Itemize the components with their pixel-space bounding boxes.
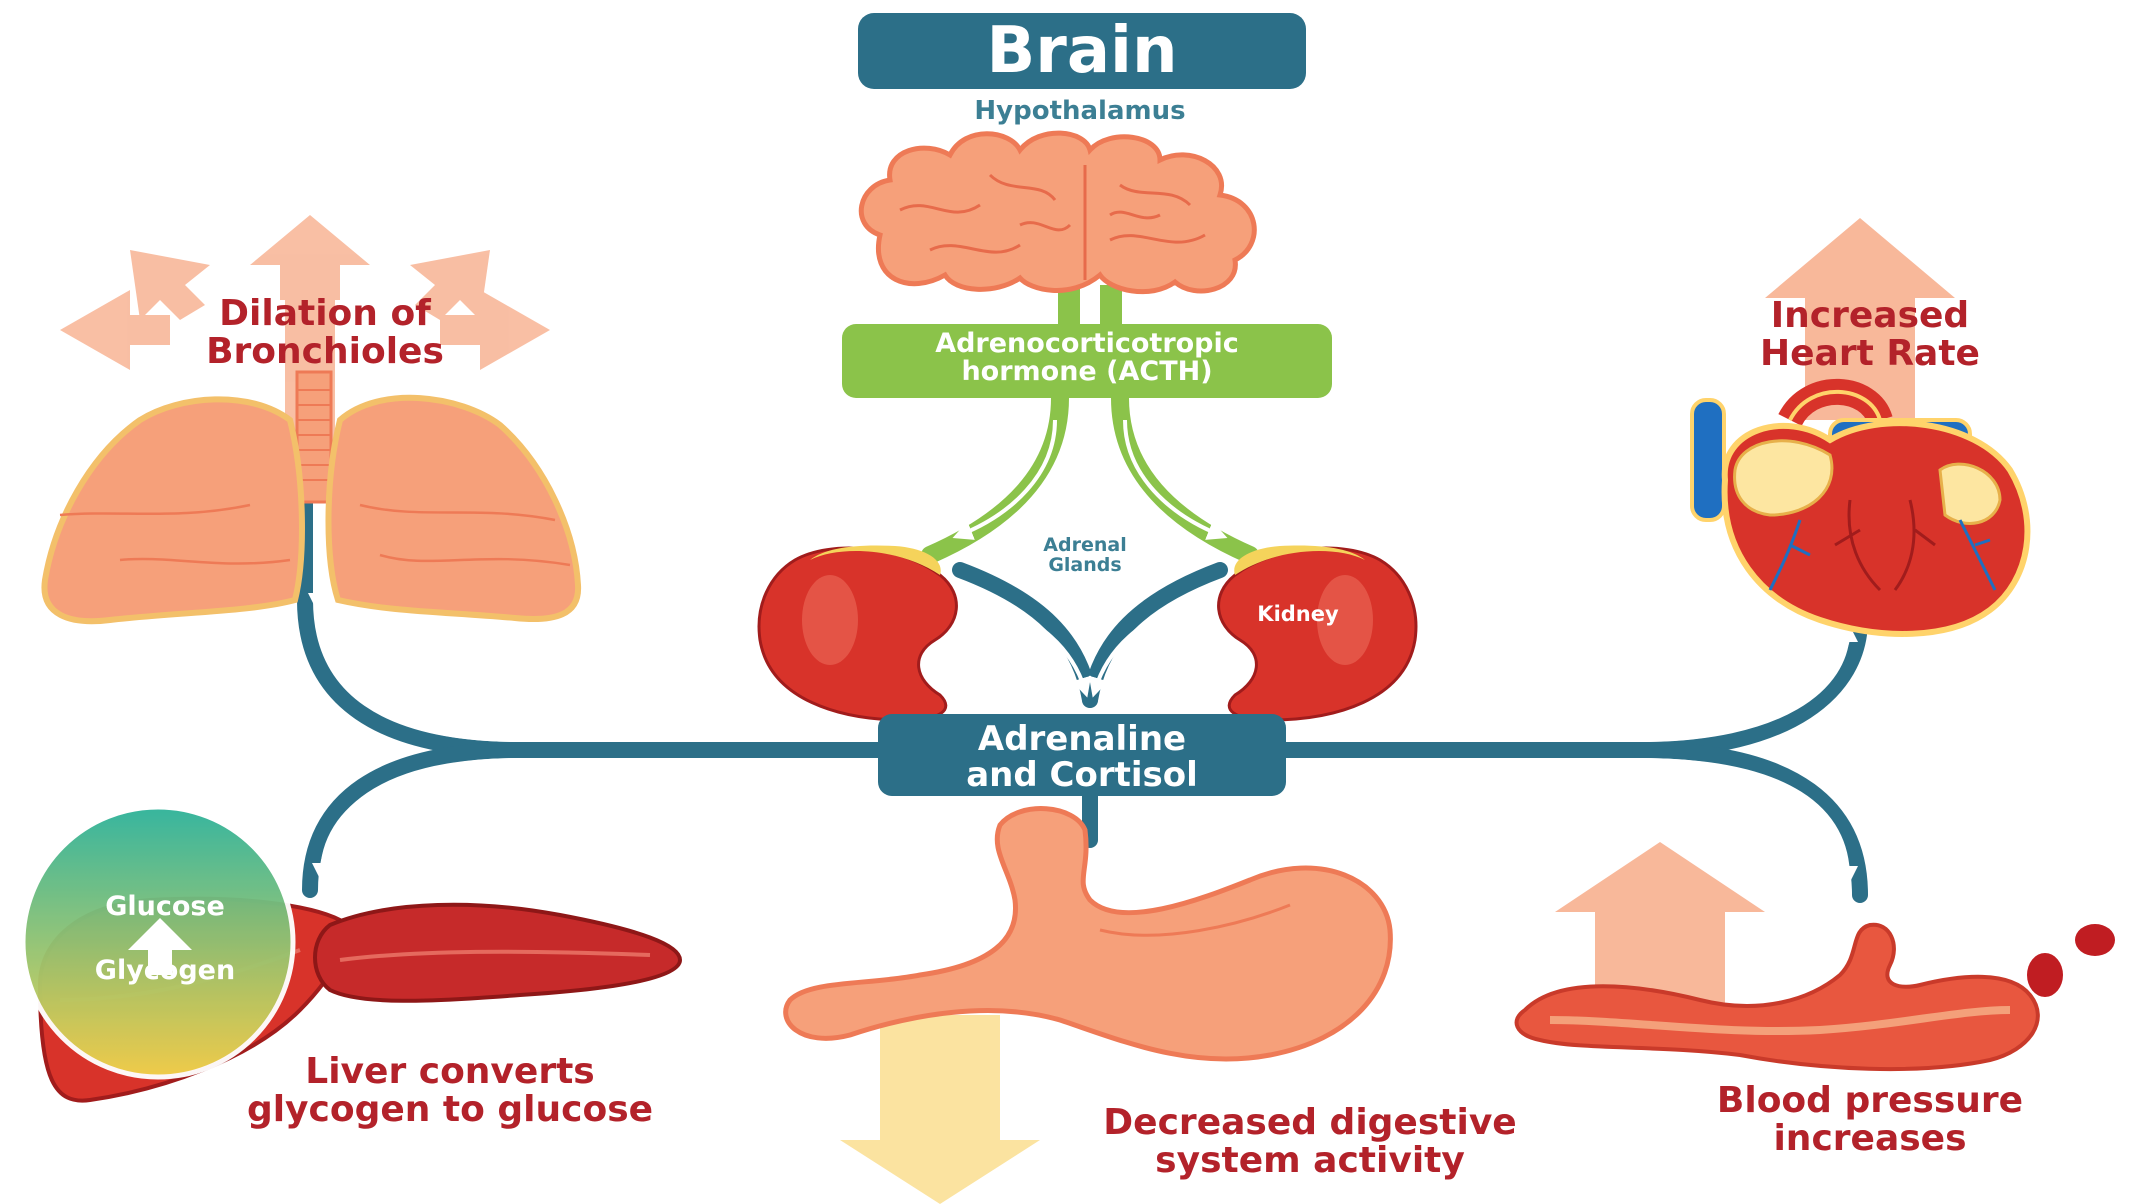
acth-pathways bbox=[930, 398, 1250, 555]
digestion-line-1: Decreased digestive bbox=[1010, 1104, 1610, 1142]
bp-line-1: Blood pressure bbox=[1640, 1082, 2100, 1120]
acth-label-line-2: hormone (ACTH) bbox=[842, 358, 1332, 386]
brain-icon bbox=[861, 133, 1254, 292]
liver-effect-label: Liver converts glycogen to glucose bbox=[150, 1053, 750, 1129]
bp-line-2: increases bbox=[1640, 1120, 2100, 1158]
adrenal-label-line-1: Adrenal bbox=[985, 536, 1185, 556]
kidney-label: Kidney bbox=[1228, 603, 1368, 625]
glucose-label: Glucose bbox=[30, 893, 300, 921]
bronchioles-line-1: Dilation of bbox=[95, 295, 555, 333]
liver-line-2: glycogen to glucose bbox=[150, 1091, 750, 1129]
blood-pressure-effect-label: Blood pressure increases bbox=[1640, 1082, 2100, 1158]
heart-icon bbox=[1692, 392, 2027, 634]
bronchioles-line-2: Bronchioles bbox=[95, 333, 555, 371]
hormones-label-line-2: and Cortisol bbox=[878, 758, 1286, 794]
bronchioles-effect-label: Dilation of Bronchioles bbox=[95, 295, 555, 371]
hypothalamus-label: Hypothalamus bbox=[880, 98, 1280, 125]
heart-rate-effect-label: Increased Heart Rate bbox=[1665, 297, 2075, 373]
glycogen-label: Glycogen bbox=[30, 957, 300, 985]
adrenal-glands-label: Adrenal Glands bbox=[985, 536, 1185, 576]
adrenal-label-line-2: Glands bbox=[985, 556, 1185, 576]
heart-line-2: Heart Rate bbox=[1665, 335, 2075, 373]
digestion-effect-label: Decreased digestive system activity bbox=[1010, 1104, 1610, 1180]
hormones-label-line-1: Adrenaline bbox=[878, 722, 1286, 758]
glucose-glycogen-icon bbox=[23, 807, 293, 1077]
acth-label: Adrenocorticotropic hormone (ACTH) bbox=[842, 324, 1332, 398]
stomach-icon bbox=[786, 809, 1391, 1059]
brain-title: Brain bbox=[858, 13, 1306, 89]
acth-label-line-1: Adrenocorticotropic bbox=[842, 330, 1332, 358]
liver-line-1: Liver converts bbox=[150, 1053, 750, 1091]
heart-line-1: Increased bbox=[1665, 297, 2075, 335]
digestion-line-2: system activity bbox=[1010, 1142, 1610, 1180]
adrenaline-cortisol-label: Adrenaline and Cortisol bbox=[878, 714, 1286, 796]
